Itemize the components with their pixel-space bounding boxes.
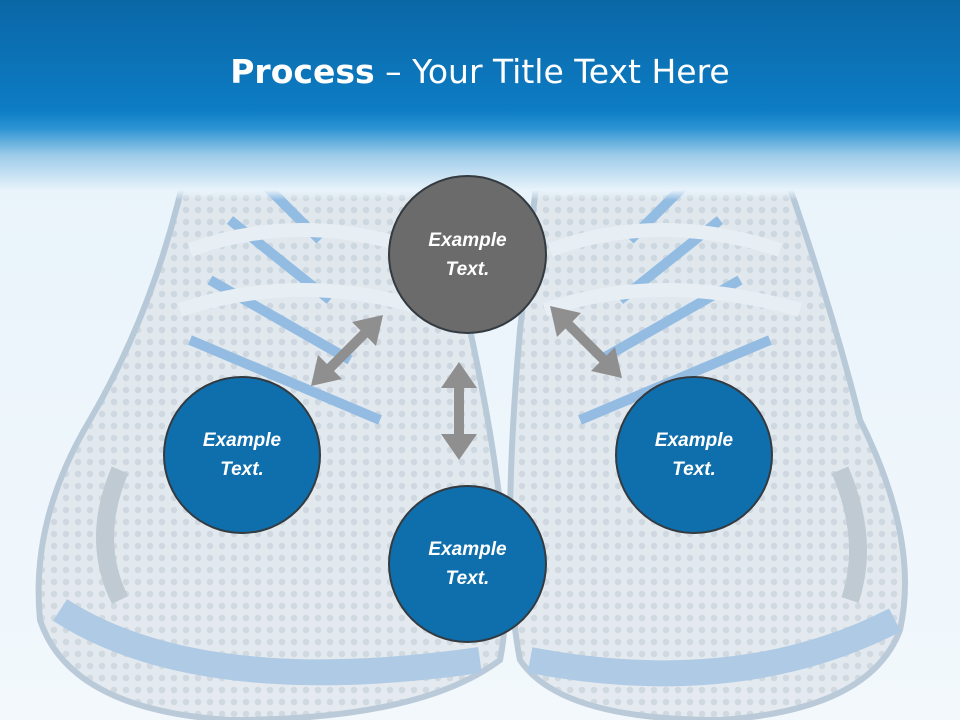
title-bold: Process <box>230 52 375 91</box>
node-top-text: Example Text. <box>428 229 507 280</box>
arrow-top-left <box>311 315 383 386</box>
process-node-top: Example Text. <box>388 175 547 334</box>
title-rest: – Your Title Text Here <box>374 52 730 91</box>
slide-title: Process – Your Title Text Here <box>0 52 960 91</box>
header-band <box>0 0 960 200</box>
process-node-bottom: Example Text. <box>388 485 547 643</box>
node-right-text: Example Text. <box>654 430 734 480</box>
process-node-right: Example Text. <box>615 376 773 534</box>
node-bottom-text: Example Text. <box>428 539 507 589</box>
arrow-top-right <box>550 306 622 378</box>
arrow-vertical <box>441 362 477 460</box>
node-left-text: Example Text. <box>202 430 282 480</box>
process-node-left: Example Text. <box>163 376 321 534</box>
